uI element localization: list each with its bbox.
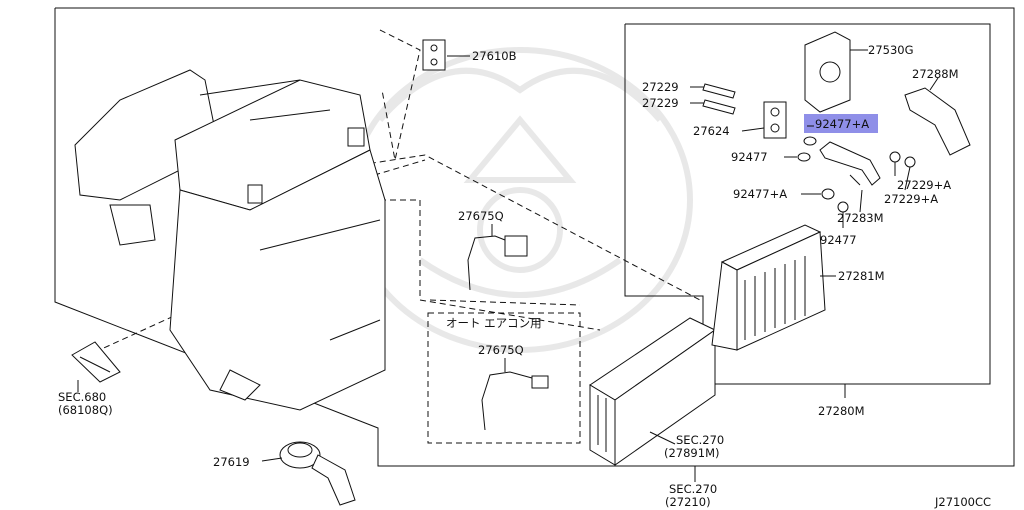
watermark-emblem [347,47,693,353]
auto-ac-box [427,312,581,444]
part-27624-valve [741,101,787,139]
label-27624: 27624 [693,124,730,138]
part-92477-orings [784,136,849,228]
assembly-frame [54,7,1015,467]
part-27229-a-bolts [889,151,916,191]
label-27619: 27619 [213,455,250,469]
part-27281m-evaporator [711,224,836,351]
part-27610b-bracket [422,39,470,71]
label-sec680-2: (68108Q) [58,403,113,417]
part-27229-bolts [690,83,736,115]
label-27675q-top: 27675Q [458,209,504,223]
part-27530g-case [804,31,868,113]
label-sec270b-2: (27210) [665,495,711,509]
part-27288m-hose [904,77,971,156]
label-sec270a-2: (27891M) [664,446,719,460]
label-27280m: 27280M [818,404,865,418]
label-92477-c: 92477+A [733,187,787,201]
label-auto-ac-note: オート エアコン用 [446,316,542,330]
label-27283m: 27283M [837,211,884,225]
label-27610b: 27610B [472,49,517,63]
label-92477-d: 92477 [820,233,857,247]
label-27530g: 27530G [868,43,914,57]
label-27229-d: 27229+A [884,192,938,206]
label-27288m: 27288M [912,67,959,81]
part-27283m-pipe [819,141,881,213]
part-27619-drain-hose [261,441,356,506]
label-27229-c: 27229+A [897,178,951,192]
part-27675q-auto-sensor [481,358,549,431]
diagram-code: J27100CC [934,495,991,509]
label-92477-b: 92477 [731,150,768,164]
label-27229-a: 27229 [642,80,679,94]
label-sec270a-1: SEC.270 [676,433,724,447]
label-27675q-box: 27675Q [478,343,524,357]
part-sec270-filter [589,317,716,466]
part-27675q-sensor [467,224,528,291]
part-sec680 [71,341,121,392]
label-sec680-1: SEC.680 [58,390,106,404]
label-sec270b-1: SEC.270 [669,482,717,496]
label-27229-b: 27229 [642,96,679,110]
highlight-92477a [804,114,878,133]
label-27281m: 27281M [838,269,885,283]
label-92477a-highlighted: 92477+A [815,117,869,131]
hvac-unit-housing [74,69,386,411]
